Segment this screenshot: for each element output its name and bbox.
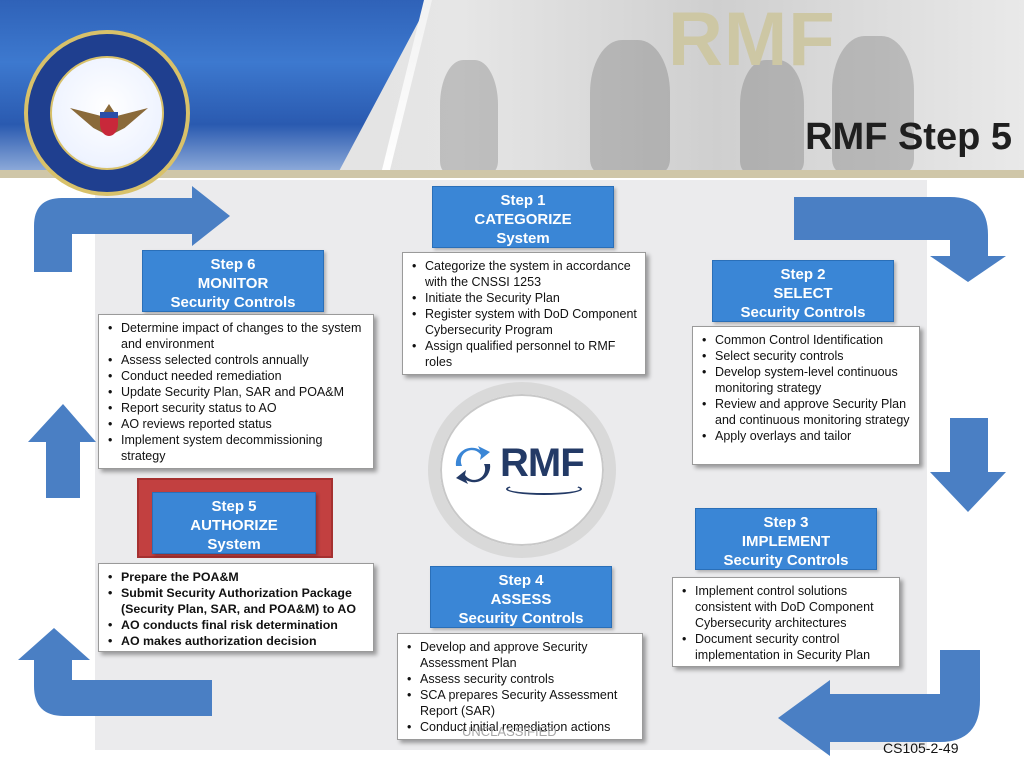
list-item: Select security controls	[701, 348, 913, 364]
soldier-silhouette	[440, 60, 498, 172]
step-subject: Security Controls	[458, 610, 584, 627]
list-item: SCA prepares Security Assessment Report …	[406, 687, 636, 719]
list-item: Initiate the Security Plan	[411, 290, 639, 306]
arrow-top-left	[34, 186, 230, 272]
arrow-left-up	[28, 404, 96, 498]
step-1-header: Step 1 CATEGORIZE System	[432, 186, 614, 248]
step-name: MONITOR	[197, 275, 269, 292]
slide-number: CS105-2-49	[883, 740, 959, 756]
list-item: Register system with DoD Component Cyber…	[411, 306, 639, 338]
list-item: Conduct initial remediation actions	[406, 719, 636, 735]
list-item: Assess selected controls annually	[107, 352, 367, 368]
list-item: Develop and approve Security Assessment …	[406, 639, 636, 671]
step-subject: System	[496, 230, 550, 247]
step-3-tasks: Implement control solutions consistent w…	[672, 577, 900, 667]
step-subject: Security Controls	[723, 552, 849, 569]
shield-icon	[100, 112, 118, 136]
step-2-header: Step 2 SELECT Security Controls	[712, 260, 894, 322]
step-number: Step 3	[763, 514, 809, 531]
step-name: CATEGORIZE	[474, 211, 572, 228]
rmf-arrows-icon	[455, 446, 491, 484]
step-1-tasks: Categorize the system in accordance with…	[402, 252, 646, 375]
list-item: Assign qualified personnel to RMF roles	[411, 338, 639, 370]
list-item: Implement control solutions consistent w…	[681, 583, 893, 631]
step-subject: Security Controls	[740, 304, 866, 321]
page-title: RMF Step 5	[805, 116, 1012, 158]
list-item: Prepare the POA&M	[107, 569, 367, 585]
list-item: AO makes authorization decision	[107, 633, 367, 649]
arrow-top-right	[794, 197, 1006, 282]
classification-label: UNCLASSIFIED	[462, 724, 557, 739]
rmf-logo-text: RMF	[500, 441, 585, 485]
list-item: Categorize the system in accordance with…	[411, 258, 639, 290]
list-item: Conduct needed remediation	[107, 368, 367, 384]
step-6-tasks: Determine impact of changes to the syste…	[98, 314, 374, 469]
step-4-tasks: Develop and approve Security Assessment …	[397, 633, 643, 740]
rmf-watermark: RMF	[668, 0, 836, 82]
soldier-silhouette	[740, 60, 804, 172]
step-2-tasks: Common Control Identification Select sec…	[692, 326, 920, 465]
arrow-right-down	[930, 418, 1006, 512]
list-item: Common Control Identification	[701, 332, 913, 348]
list-item: AO conducts final risk determination	[107, 617, 367, 633]
list-item: AO reviews reported status	[107, 416, 367, 432]
step-name: AUTHORIZE	[190, 517, 278, 534]
list-item: Document security control implementation…	[681, 631, 893, 663]
step-subject: System	[207, 536, 261, 553]
list-item: Implement system decommissioning strateg…	[107, 432, 367, 464]
step-number: Step 5	[211, 498, 257, 515]
header-divider	[0, 170, 1024, 178]
step-number: Step 2	[780, 266, 826, 283]
rmf-swoosh	[506, 483, 582, 495]
step-5-tasks: Prepare the POA&M Submit Security Author…	[98, 563, 374, 652]
step-number: Step 6	[210, 256, 256, 273]
list-item: Develop system-level continuous monitori…	[701, 364, 913, 396]
step-name: IMPLEMENT	[741, 533, 831, 550]
step-subject: Security Controls	[170, 294, 296, 311]
step-6-header: Step 6 MONITOR Security Controls	[142, 250, 324, 312]
step-3-header: Step 3 IMPLEMENT Security Controls	[695, 508, 877, 570]
dod-seal-logo	[24, 30, 190, 196]
step-5-header: Step 5 AUTHORIZE System	[152, 492, 316, 554]
list-item: Submit Security Authorization Package (S…	[107, 585, 367, 617]
arrow-bottom-right	[778, 650, 980, 756]
soldier-silhouette	[832, 36, 914, 172]
step-number: Step 4	[498, 572, 544, 589]
step-number: Step 1	[500, 192, 546, 209]
step-4-header: Step 4 ASSESS Security Controls	[430, 566, 612, 628]
list-item: Review and approve Security Plan and con…	[701, 396, 913, 428]
step-name: SELECT	[773, 285, 833, 302]
list-item: Report security status to AO	[107, 400, 367, 416]
slide-header: RMF RMF Step 5	[0, 0, 1024, 178]
arrow-bottom-left	[18, 628, 212, 716]
list-item: Apply overlays and tailor	[701, 428, 913, 444]
list-item: Determine impact of changes to the syste…	[107, 320, 367, 352]
list-item: Update Security Plan, SAR and POA&M	[107, 384, 367, 400]
soldier-silhouette	[590, 40, 670, 172]
step-name: ASSESS	[490, 591, 552, 608]
list-item: Assess security controls	[406, 671, 636, 687]
